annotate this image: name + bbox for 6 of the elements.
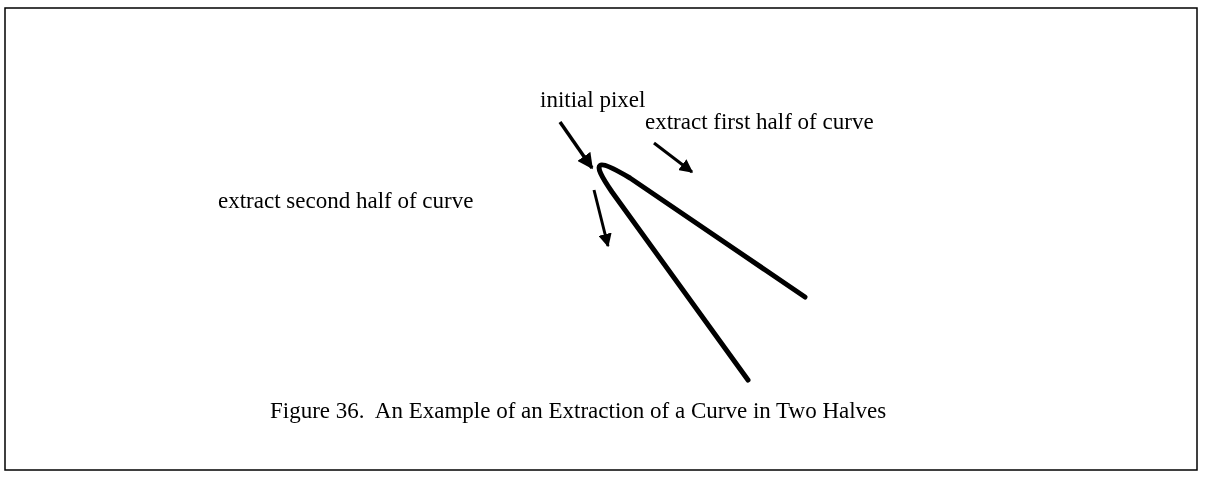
- annotation-text: extract second half of curve: [218, 187, 474, 215]
- annotation-text: extract first half of curve: [645, 108, 874, 136]
- curve-drawing: [596, 162, 808, 383]
- figure-caption: Figure 36. An Example of an Extraction of a Curve in Two Halves: [270, 397, 887, 425]
- leader-arrow: [558, 121, 594, 170]
- callout-label: initial pixel: [540, 86, 646, 114]
